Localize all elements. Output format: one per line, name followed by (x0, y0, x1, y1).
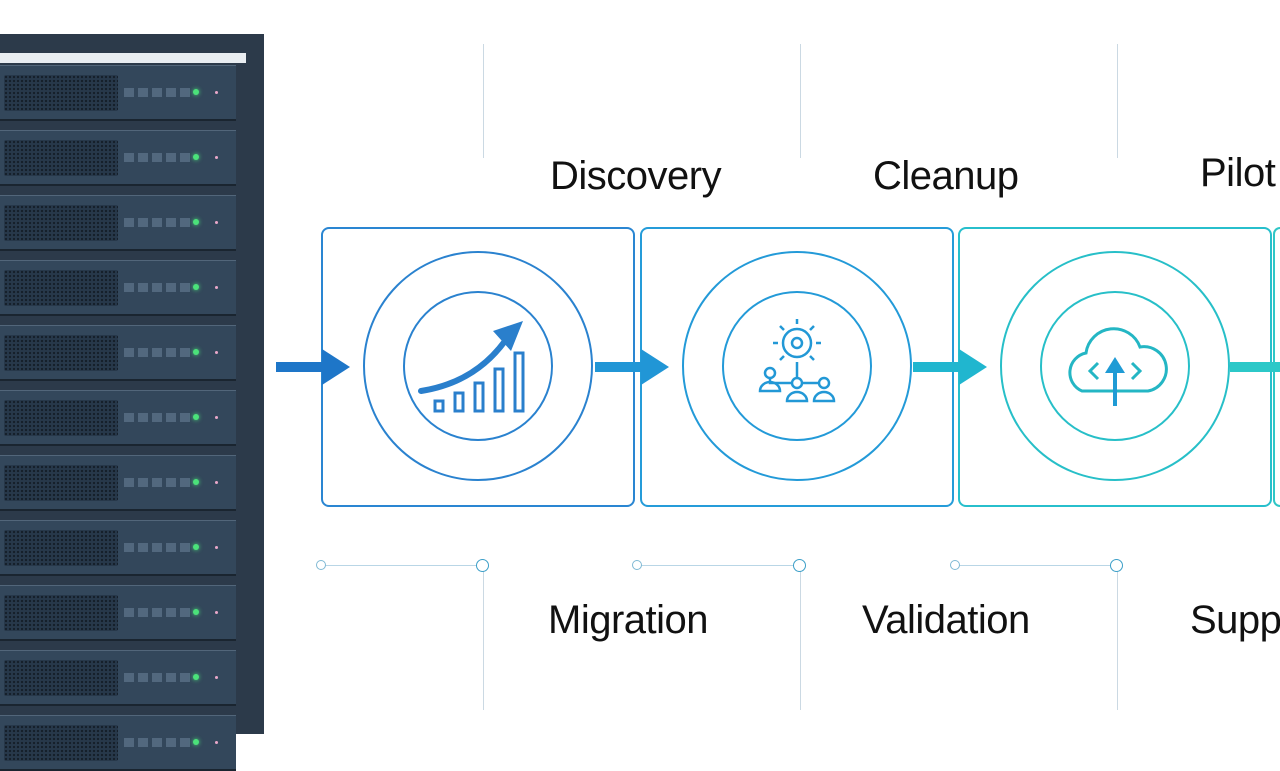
vent-grille (4, 335, 118, 371)
vent-grille (4, 660, 118, 696)
arrow-icon (913, 349, 987, 385)
connector-node (1110, 559, 1123, 572)
vent-grille (4, 270, 118, 306)
status-led-icon (193, 609, 199, 615)
indicator-led-icon (215, 611, 218, 614)
stage-ring-inner-3 (1040, 291, 1190, 441)
indicator-led-icon (215, 351, 218, 354)
server-unit (0, 130, 236, 186)
status-led-icon (193, 219, 199, 225)
indicator-led-icon (215, 416, 218, 419)
drive-bays (124, 153, 192, 162)
connector-node (476, 559, 489, 572)
indicator-led-icon (215, 221, 218, 224)
indicator-led-icon (215, 741, 218, 744)
vent-grille (4, 400, 118, 436)
arrow-icon (1230, 362, 1280, 372)
indicator-led-icon (215, 91, 218, 94)
stage-label-validation: Validation (862, 598, 1030, 642)
stage-label-discovery: Discovery (550, 154, 722, 198)
connector-node (950, 560, 960, 570)
indicator-led-icon (215, 156, 218, 159)
arrow-icon (276, 349, 350, 385)
vent-grille (4, 140, 118, 176)
grid-line (800, 44, 801, 158)
network-gear-icon (758, 319, 836, 403)
status-led-icon (193, 89, 199, 95)
server-unit (0, 195, 236, 251)
connector-node (316, 560, 326, 570)
stage-label-pilot: Pilot (1200, 151, 1276, 195)
drive-bays (124, 348, 192, 357)
stage-box-3 (958, 227, 1272, 507)
stage-ring-inner-2 (722, 291, 872, 441)
drive-bays (124, 478, 192, 487)
vent-grille (4, 75, 118, 111)
drive-bays (124, 218, 192, 227)
stage-ring-3 (1000, 251, 1230, 481)
stage-ring-2 (682, 251, 912, 481)
connector-node (793, 559, 806, 572)
vent-grille (4, 465, 118, 501)
growth-chart-icon (418, 321, 525, 413)
status-led-icon (193, 284, 199, 290)
server-unit (0, 325, 236, 381)
grid-line (1117, 44, 1118, 158)
grid-line (1117, 570, 1118, 710)
server-unit (0, 455, 236, 511)
server-unit (0, 715, 236, 771)
grid-line (483, 570, 484, 710)
drive-bays (124, 283, 192, 292)
stage-ring-1 (363, 251, 593, 481)
server-unit (0, 650, 236, 706)
connector-line (955, 565, 1117, 566)
grid-line (800, 570, 801, 710)
status-led-icon (193, 154, 199, 160)
server-unit (0, 260, 236, 316)
server-unit (0, 585, 236, 641)
indicator-led-icon (215, 546, 218, 549)
vent-grille (4, 725, 118, 761)
arrow-icon (595, 349, 669, 385)
stage-label-migration: Migration (548, 598, 709, 642)
drive-bays (124, 738, 192, 747)
vent-grille (4, 205, 118, 241)
indicator-led-icon (215, 481, 218, 484)
status-led-icon (193, 479, 199, 485)
stage-label-support: Supp (1190, 598, 1280, 642)
status-led-icon (193, 674, 199, 680)
stage-box-2 (640, 227, 954, 507)
status-led-icon (193, 414, 199, 420)
stage-label-cleanup: Cleanup (873, 154, 1019, 198)
connector-line (321, 565, 483, 566)
drive-bays (124, 673, 192, 682)
status-led-icon (193, 544, 199, 550)
drive-bays (124, 88, 192, 97)
drive-bays (124, 608, 192, 617)
cloud-upload-icon (1068, 327, 1168, 406)
server-rack (0, 34, 264, 771)
indicator-led-icon (215, 286, 218, 289)
stage-ring-inner-1 (403, 291, 553, 441)
connector-node (632, 560, 642, 570)
server-unit (0, 390, 236, 446)
status-led-icon (193, 739, 199, 745)
grid-line (483, 44, 484, 158)
stage-box-1 (321, 227, 635, 507)
status-led-icon (193, 349, 199, 355)
server-unit (0, 520, 236, 576)
drive-bays (124, 543, 192, 552)
drive-bays (124, 413, 192, 422)
server-unit (0, 65, 236, 121)
indicator-led-icon (215, 676, 218, 679)
vent-grille (4, 530, 118, 566)
rack-top-panel (0, 53, 246, 63)
connector-line (637, 565, 799, 566)
vent-grille (4, 595, 118, 631)
